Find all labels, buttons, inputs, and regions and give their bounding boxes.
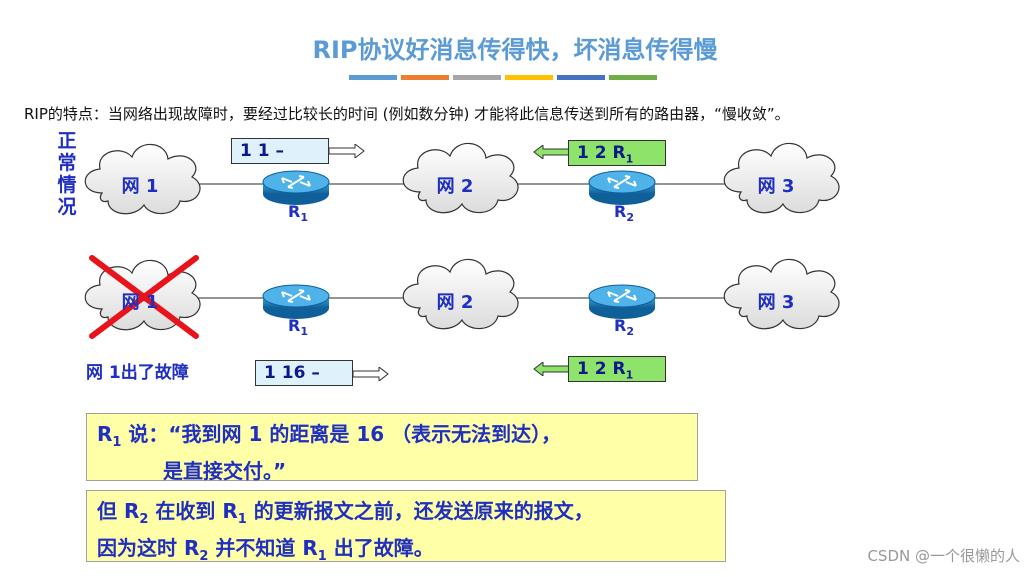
page-title: RIP协议好消息传得快，坏消息传得慢	[312, 36, 718, 64]
net1-label-top: 网 1	[121, 176, 159, 197]
router-r2-bottom-icon	[588, 284, 656, 320]
router-r2-top-label: R2	[614, 202, 634, 225]
title-stripe-3	[453, 75, 501, 80]
packet-r1-bottom: 1 16 –	[255, 360, 353, 386]
router-r1-bottom-icon	[262, 284, 330, 320]
title-stripe-6	[609, 75, 657, 80]
normal-label-char: 况	[57, 196, 77, 218]
packet-r2-bottom: 1 2 R1	[568, 356, 666, 382]
note-r2-line2: 因为这时 R2 并不知道 R1 出了故障。	[97, 536, 434, 564]
normal-label-char: 正	[57, 130, 77, 152]
failure-label: 网 1出了故障	[86, 363, 189, 383]
packet-r1-top: 1 1 –	[231, 138, 329, 164]
arrow-left-icon	[533, 362, 569, 376]
net3-label-bottom: 网 3	[757, 292, 795, 313]
watermark: CSDN @一个很懒的人	[867, 547, 1020, 565]
normal-case-label: 正 常 情 况	[55, 130, 79, 218]
router-r2-top-icon	[588, 170, 656, 206]
note-r1-line1: R1 说：“我到网 1 的距离是 16 （表示无法到达），	[97, 422, 562, 450]
note-r1-says: R1 说：“我到网 1 的距离是 16 （表示无法到达）， 是直接交付。”	[86, 413, 698, 483]
net2-label-top: 网 2	[436, 176, 474, 197]
failure-cross-icon	[89, 255, 199, 339]
note-r1-line2: 是直接交付。”	[163, 459, 287, 483]
router-r2-bottom-label: R2	[614, 316, 634, 339]
note-r2-line1: 但 R2 在收到 R1 的更新报文之前，还发送原来的报文，	[97, 499, 594, 527]
title-stripe-4	[505, 75, 553, 80]
router-r1-top-label: R1	[288, 202, 308, 225]
arrow-right-icon	[353, 367, 389, 381]
net3-label-top: 网 3	[757, 176, 795, 197]
intro-text: RIP的特点：当网络出现故障时，要经过比较长的时间 (例如数分钟) 才能将此信息…	[24, 105, 790, 123]
title-stripe-5	[557, 75, 605, 80]
title-stripe-2	[401, 75, 449, 80]
router-r1-bottom-label: R1	[288, 316, 308, 339]
arrow-left-icon	[533, 145, 569, 159]
router-r1-top-icon	[262, 170, 330, 206]
net2-label-bottom: 网 2	[436, 292, 474, 313]
packet-r2-top: 1 2 R1	[568, 140, 666, 166]
net1-label-bottom: 网 1	[121, 292, 159, 313]
normal-label-char: 情	[57, 174, 77, 196]
arrow-right-icon	[329, 144, 365, 158]
normal-label-char: 常	[57, 152, 77, 174]
title-stripe-1	[349, 75, 397, 80]
note-r2-explanation: 但 R2 在收到 R1 的更新报文之前，还发送原来的报文， 因为这时 R2 并不…	[86, 490, 726, 564]
